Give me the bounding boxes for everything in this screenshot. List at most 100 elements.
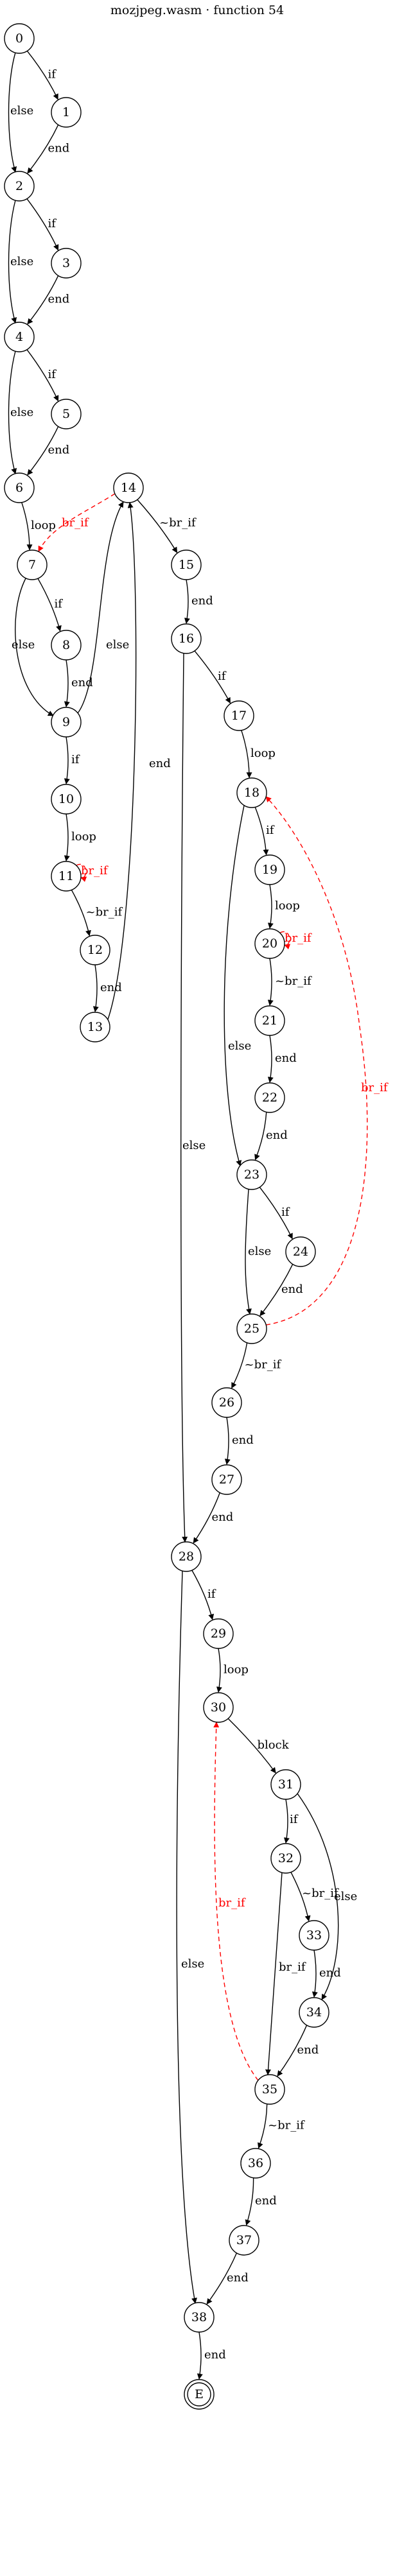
edge-line-18-to-23: [224, 805, 245, 1166]
node-11: 11: [51, 861, 82, 892]
node-30: 30: [203, 1692, 234, 1723]
edge-line-12-to-13: [92, 964, 99, 1012]
edge-line-30-to-31: [227, 1718, 276, 1774]
edge-31-to-32: if: [283, 1799, 299, 1844]
edge-line-28-to-38: [176, 1570, 197, 2304]
edge-line-25-to-26: [231, 1342, 248, 1389]
edge-line-16-to-17: [194, 650, 231, 704]
node-label-14: 14: [121, 481, 136, 495]
edge-line-19-to-20: [267, 884, 274, 929]
edge-35-to-36: ~br_if: [258, 2104, 305, 2149]
node-label-9: 9: [62, 715, 70, 729]
node-3: 3: [51, 248, 82, 279]
edge-label-7-to-9: else: [12, 638, 35, 652]
edge-label-35-to-30: br_if: [218, 1896, 246, 1910]
node-25: 25: [236, 1313, 267, 1344]
edge-0-to-1: if: [26, 50, 58, 100]
edge-4-to-5: if: [26, 349, 59, 402]
edge-28-to-38: else: [176, 1570, 204, 2304]
node-38: 38: [184, 2302, 215, 2333]
edge-25-to-26: ~br_if: [231, 1342, 281, 1389]
edge-label-0-to-2: else: [10, 104, 33, 117]
edge-label-14-to-15: ~br_if: [159, 516, 197, 530]
edge-14-to-15: ~br_if: [137, 499, 197, 553]
node-26: 26: [211, 1387, 242, 1418]
edge-line-18-to-19: [254, 807, 269, 856]
edge-38-to-E: end: [197, 2331, 226, 2380]
edge-label-5-to-6: end: [48, 444, 70, 457]
edge-line-13-to-14: [107, 502, 137, 1020]
node-label-33: 33: [306, 1928, 322, 1942]
edge-label-2-to-3: if: [48, 217, 57, 230]
node-label-E: E: [195, 2387, 204, 2401]
edge-23-to-25: else: [245, 1189, 271, 1315]
node-circle-0: [4, 23, 35, 54]
edge-11-to-12: ~br_if: [71, 890, 123, 937]
edge-label-7-to-8: if: [55, 598, 64, 611]
edge-label-31-to-32: if: [290, 1813, 299, 1826]
node-label-18: 18: [244, 786, 259, 800]
edge-line-9-to-10: [64, 736, 70, 784]
node-34: 34: [299, 1997, 329, 2028]
node-circle-35: [254, 2074, 285, 2105]
edge-line-15-to-16: [184, 579, 190, 624]
node-circle-20: [254, 928, 285, 959]
edge-line-4-to-6: [8, 350, 17, 474]
node-label-11: 11: [58, 869, 74, 883]
edge-label-27-to-28: end: [212, 1510, 234, 1524]
node-23: 23: [236, 1159, 267, 1190]
edge-19-to-20: loop: [267, 884, 300, 929]
edge-line-0-to-2: [8, 52, 17, 173]
edge-label-0-to-1: if: [48, 68, 57, 82]
edge-line-25-to-18: [265, 796, 368, 1326]
edge-line-9-to-14: [77, 501, 124, 714]
node-27: 27: [211, 1464, 242, 1495]
edge-label-15-to-16: end: [191, 594, 213, 608]
node-label-6: 6: [15, 481, 23, 495]
edge-line-11-to-12: [71, 890, 91, 937]
edge-label-25-to-18: br_if: [361, 1081, 389, 1094]
node-circle-12: [80, 935, 110, 965]
edge-label-16-to-17: if: [218, 670, 227, 683]
edge-23-to-24: if: [259, 1186, 293, 1240]
node-37: 37: [229, 2225, 259, 2256]
node-circle-28: [171, 1541, 202, 1572]
edge-label-9-to-10: if: [71, 753, 80, 766]
node-20: 20: [254, 928, 285, 959]
node-label-15: 15: [179, 558, 194, 572]
edge-3-to-4: end: [27, 275, 70, 325]
edge-9-to-10: if: [64, 736, 80, 784]
edge-label-18-to-23: else: [228, 1039, 251, 1053]
node-4: 4: [4, 322, 35, 352]
edge-line-29-to-30: [216, 1648, 222, 1693]
edge-label-13-to-14: end: [149, 757, 171, 770]
node-circle-25: [236, 1313, 267, 1344]
edge-label-3-to-4: end: [48, 293, 70, 306]
edge-label-22-to-23: end: [266, 1128, 288, 1142]
node-1: 1: [51, 97, 82, 128]
node-label-24: 24: [293, 1245, 308, 1259]
edge-25-to-18: br_if: [265, 796, 389, 1326]
node-24: 24: [285, 1236, 316, 1267]
edge-line-32-to-33: [290, 1872, 311, 1922]
edge-label-23-to-25: else: [248, 1245, 271, 1258]
edge-label-36-to-37: end: [255, 2194, 277, 2208]
edge-20-to-21: ~br_if: [267, 958, 312, 1006]
edge-1-to-2: end: [27, 125, 70, 174]
edge-27-to-28: end: [193, 1492, 234, 1544]
node-circle-19: [254, 854, 285, 885]
edge-label-31-to-34: else: [334, 1890, 357, 1903]
node-label-29: 29: [211, 1627, 226, 1641]
node-E: E: [184, 2379, 215, 2410]
edge-7-to-9: else: [12, 578, 54, 716]
edge-line-21-to-22: [267, 1035, 274, 1083]
edge-label-2-to-4: else: [10, 255, 33, 268]
edge-17-to-18: loop: [241, 730, 276, 779]
node-18: 18: [236, 777, 267, 808]
node-6: 6: [4, 472, 35, 503]
edge-label-1-to-2: end: [48, 142, 70, 155]
node-circle-7: [17, 549, 48, 580]
node-32: 32: [270, 1843, 301, 1874]
node-2: 2: [4, 171, 35, 202]
